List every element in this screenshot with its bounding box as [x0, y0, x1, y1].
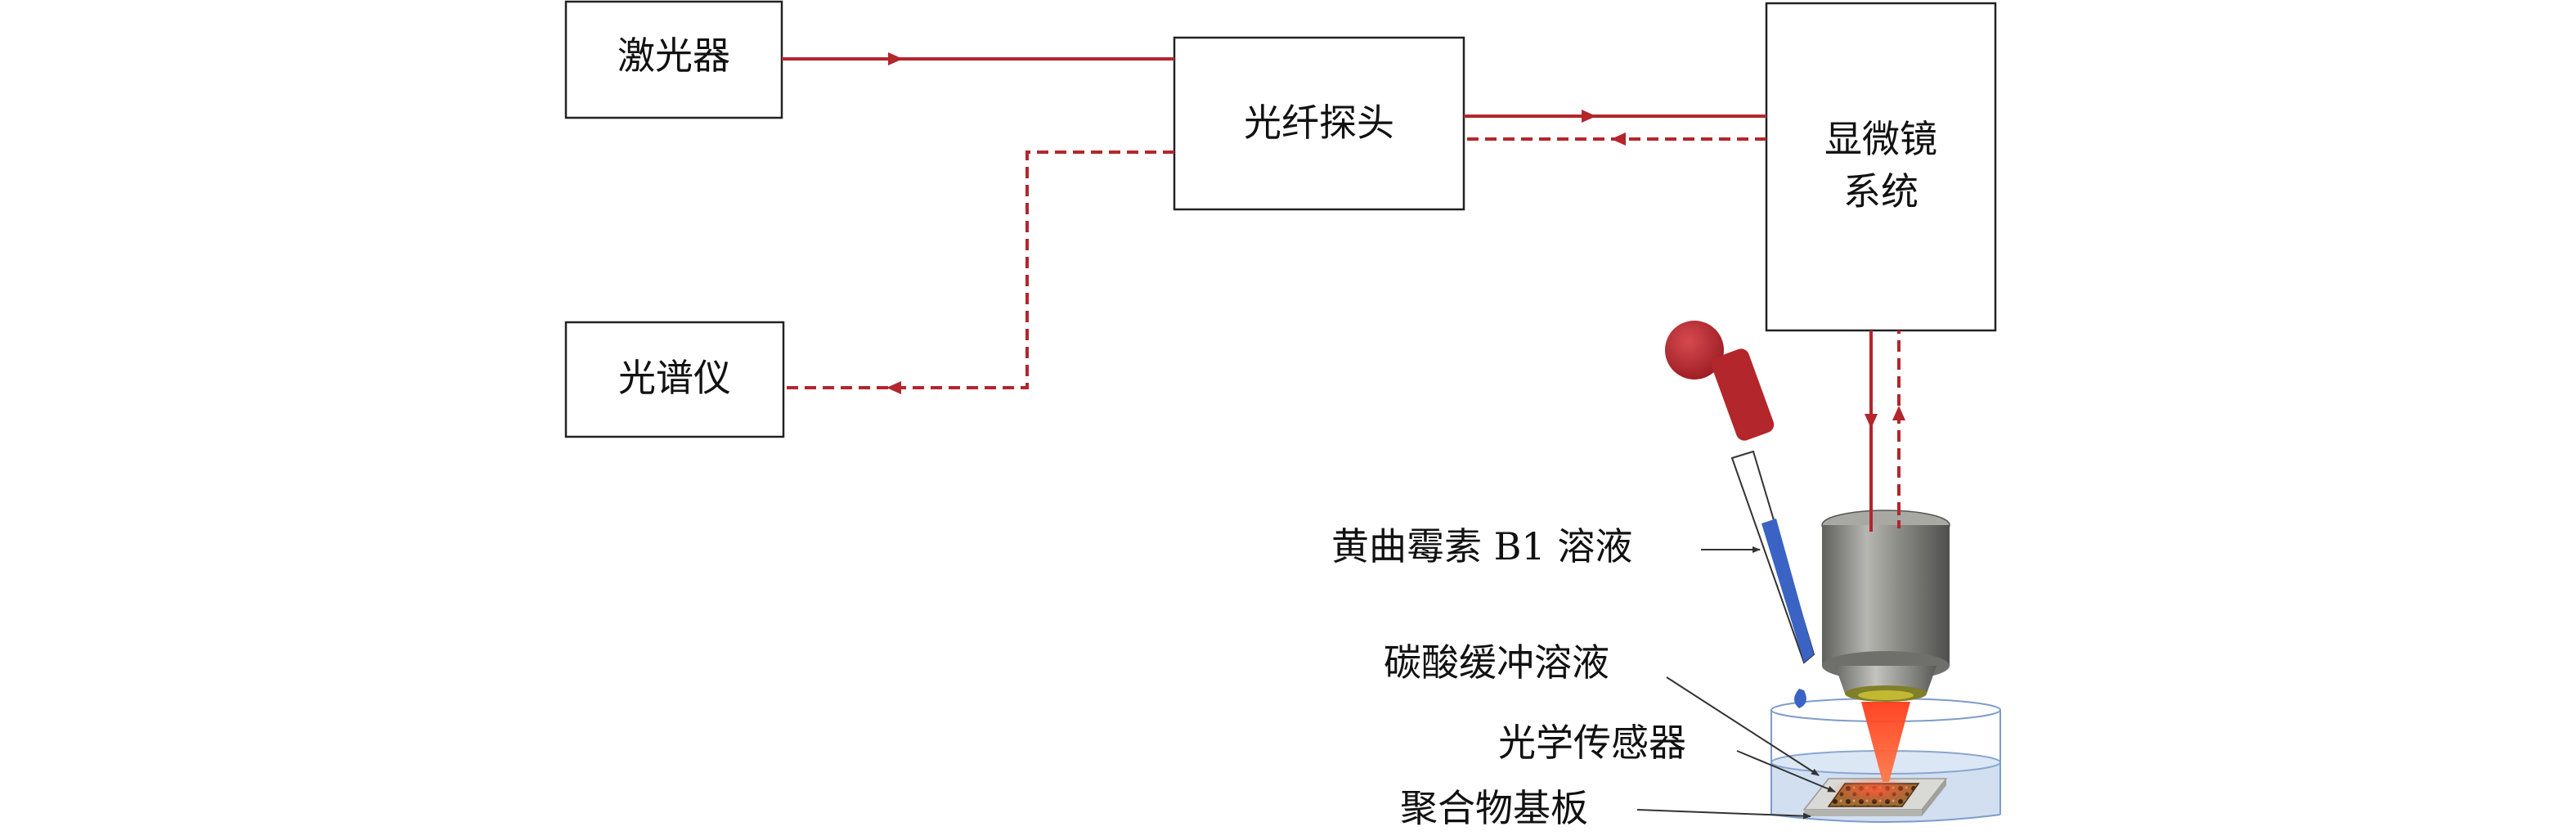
beam-arrow-left	[886, 381, 901, 394]
polymer-substrate-label: 聚合物基板	[1400, 786, 1588, 830]
beam-arrow-right	[1582, 110, 1596, 123]
microscope-label-line1: 显微镜	[1824, 117, 1937, 161]
beam-arrow-right	[888, 52, 903, 65]
laser-box: 激光器	[564, 0, 783, 119]
laser-to-probe-beam	[782, 52, 1174, 65]
beam-arrow-left	[1611, 133, 1626, 146]
laser-label: 激光器	[617, 34, 730, 78]
microscope-to-objective-beam	[1865, 330, 1905, 532]
beam-arrow-down	[1865, 414, 1878, 429]
probe-to-microscope-beam	[1464, 110, 1766, 123]
fiber-probe-box: 光纤探头	[1173, 36, 1465, 211]
callout-aflatoxin: 黄曲霉素 B1 溶液	[1331, 524, 1761, 568]
aflatoxin-solution-label: 黄曲霉素 B1 溶液	[1331, 524, 1632, 568]
callout-optical-sensor: 光学传感器	[1498, 721, 1836, 793]
objective-lens	[1821, 507, 1950, 702]
laser-cone	[1861, 702, 1910, 782]
optical-sensor-label: 光学传感器	[1498, 721, 1686, 765]
probe-to-spectrometer-signal	[783, 150, 1174, 394]
laser-glow	[1832, 777, 1917, 803]
callout-polymer-substrate: 聚合物基板	[1400, 786, 1811, 830]
microscope-label-line2: 系统	[1843, 169, 1919, 213]
solution-drop	[1794, 689, 1806, 708]
carbonate-buffer-label: 碳酸缓冲溶液	[1384, 640, 1609, 685]
dropper	[1665, 321, 1815, 708]
fiber-probe-label: 光纤探头	[1244, 101, 1394, 145]
spectrometer-box: 光谱仪	[564, 321, 785, 438]
microscope-box: 显微镜 系统	[1765, 2, 1997, 332]
callout-carbonate-buffer: 碳酸缓冲溶液	[1384, 640, 1820, 776]
beam-arrow-up	[1892, 406, 1905, 420]
optical-sensor	[1827, 777, 1920, 807]
microscope-to-probe-signal	[1464, 133, 1766, 146]
spectrometer-label: 光谱仪	[618, 356, 731, 400]
